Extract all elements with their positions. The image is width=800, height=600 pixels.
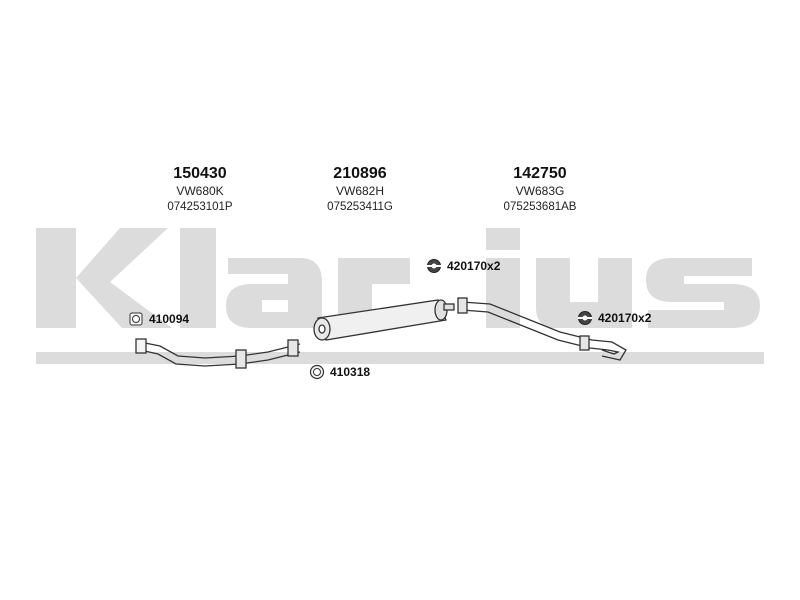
accessory-label: 410094: [149, 312, 190, 326]
accessory-hanger-1: 420170x2: [426, 258, 500, 274]
accessory-label: 420170x2: [447, 259, 501, 273]
reference-code: 074253101P: [167, 201, 233, 213]
oem-code: VW680K: [176, 184, 224, 198]
accessory-gasket: 410094: [128, 311, 189, 327]
reference-code: 075253681AB: [503, 201, 577, 213]
part-header-1: 150430 VW680K 074253101P: [120, 165, 280, 215]
oem-code: VW682H: [335, 184, 385, 198]
accessory-label: 410318: [330, 365, 371, 379]
part-number: 142750: [513, 165, 567, 182]
part-header-3: 142750 VW683G 075253681AB: [460, 165, 620, 215]
tail-pipe-drawing: [457, 297, 627, 361]
silencer-drawing: [313, 299, 455, 341]
part-number: 210896: [333, 165, 387, 182]
rubber-hanger-icon: [427, 259, 441, 273]
part-number: 150430: [173, 165, 227, 182]
ring-gasket-icon: [309, 364, 325, 380]
accessory-hanger-2: 420170x2: [577, 310, 651, 326]
accessory-ring-gasket: 410318: [309, 364, 370, 380]
reference-code: 075253411G: [327, 201, 393, 213]
accessory-label: 420170x2: [598, 311, 652, 325]
rubber-hanger-icon: [578, 311, 592, 325]
part-header-2: 210896 VW682H 075253411G: [280, 165, 440, 215]
front-pipe-drawing: [135, 338, 301, 369]
oem-code: VW683G: [515, 184, 565, 198]
gasket-icon: [129, 312, 143, 326]
